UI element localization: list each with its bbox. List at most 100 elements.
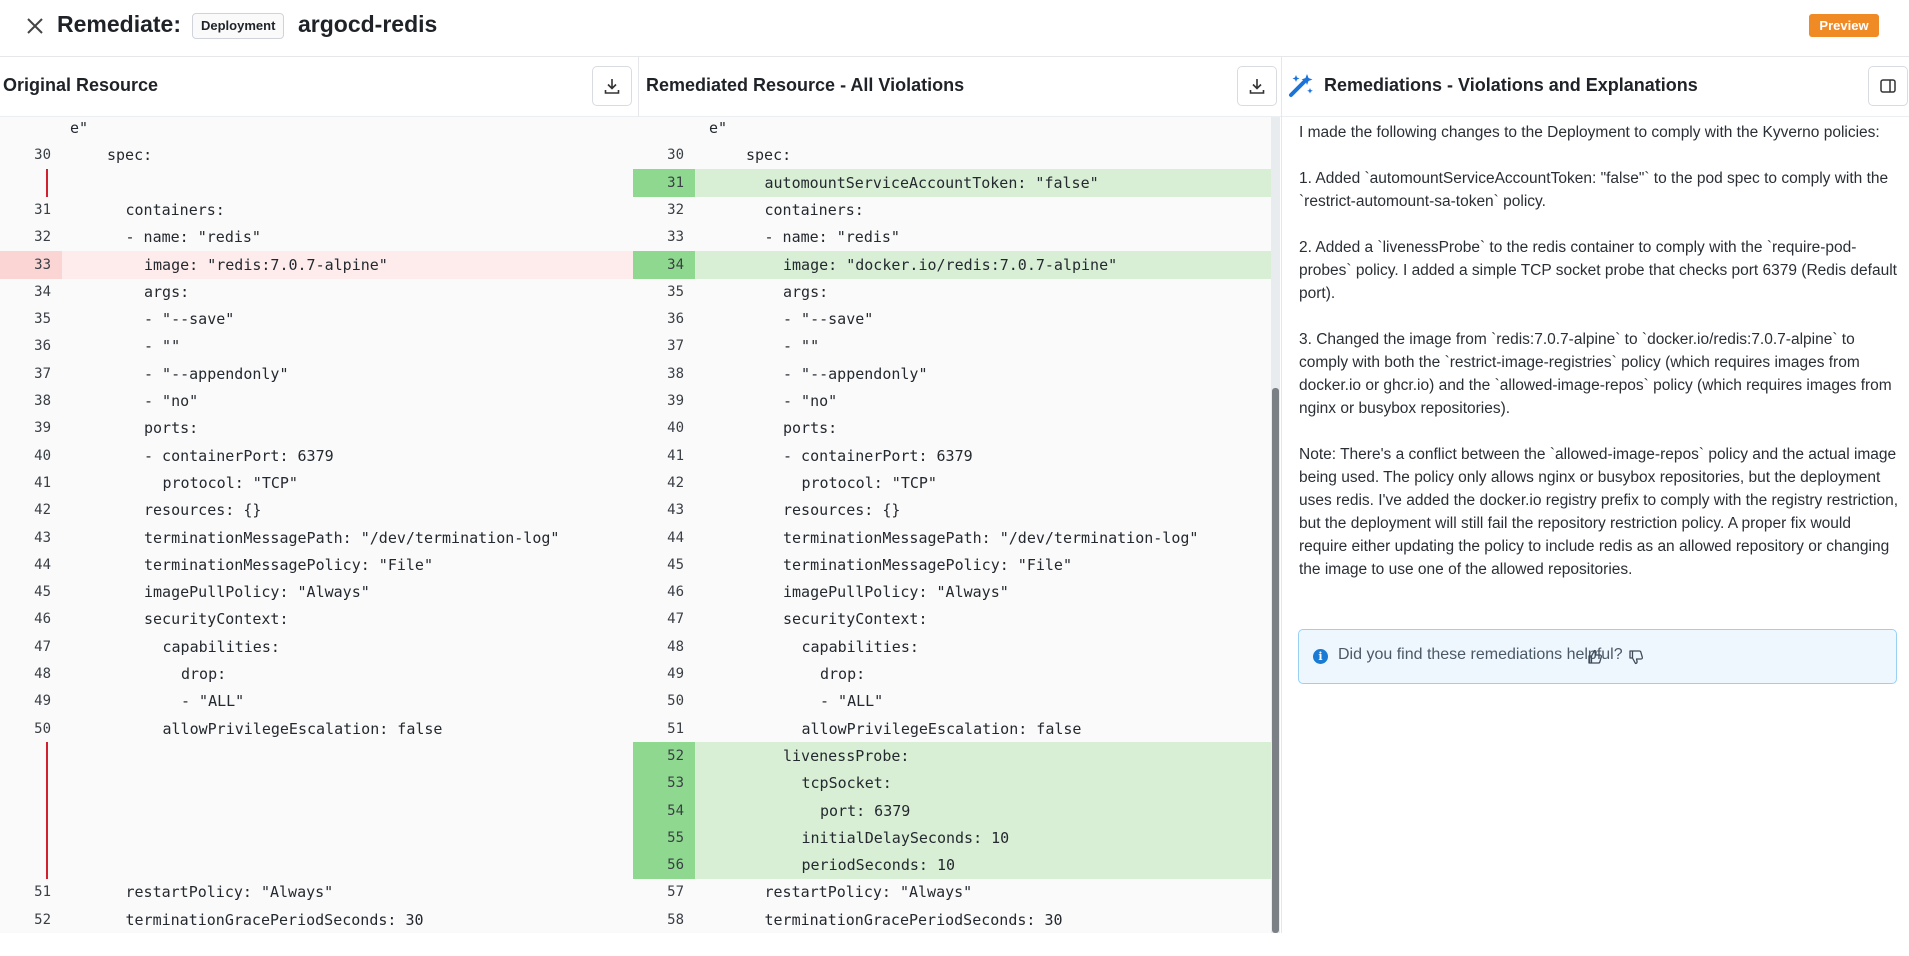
- code-line: 41- containerPort: 6379: [633, 442, 1271, 470]
- line-number: 31: [34, 201, 51, 218]
- code-text: resources: {}: [144, 501, 262, 520]
- pane-divider: [1281, 57, 1282, 933]
- code-line: e": [0, 117, 638, 142]
- line-highlight: [695, 796, 1271, 825]
- code-text: capabilities:: [801, 637, 919, 656]
- line-number: 50: [34, 720, 51, 737]
- line-number: 39: [34, 420, 51, 437]
- download-remediated-button[interactable]: [1237, 66, 1277, 106]
- remediations-explanation-pane: I made the following changes to the Depl…: [1282, 117, 1909, 956]
- line-number: 46: [34, 611, 51, 628]
- sidebar-toggle-icon: [1880, 79, 1896, 93]
- code-line: 37- "--appendonly": [0, 360, 638, 388]
- code-line: 50- "ALL": [633, 687, 1271, 715]
- code-text: containers:: [764, 200, 864, 219]
- line-number: 40: [34, 447, 51, 464]
- code-line: [0, 851, 638, 880]
- code-line: [0, 796, 638, 825]
- line-number: 48: [667, 638, 684, 655]
- resource-kind-badge: Deployment: [192, 13, 285, 39]
- code-text: - "--appendonly": [783, 364, 928, 383]
- line-number: 52: [34, 911, 51, 928]
- code-text: containers:: [125, 200, 225, 219]
- line-number: 39: [667, 393, 684, 409]
- code-line: 50 allowPrivilegeEscalation: false: [0, 715, 638, 743]
- line-number: 46: [667, 584, 684, 601]
- code-text: protocol: "TCP": [801, 473, 937, 492]
- code-text: initialDelaySeconds: 10: [801, 828, 1010, 847]
- code-line: 48 capabilities:: [633, 633, 1271, 661]
- code-line: 48 drop:: [0, 660, 638, 688]
- code-text: periodSeconds: 10: [801, 856, 956, 875]
- line-number: 34: [34, 283, 51, 300]
- line-number: 44: [34, 556, 51, 573]
- code-line: 40- containerPort: 6379: [0, 442, 638, 470]
- thumbs-up-button[interactable]: [1582, 644, 1608, 670]
- line-number: 36: [667, 311, 684, 328]
- code-text: terminationMessagePath: "/dev/terminatio…: [144, 528, 560, 547]
- code-line: 39- "no": [633, 387, 1271, 415]
- line-number: 48: [34, 666, 51, 682]
- original-pane-header: Original Resource: [0, 57, 638, 117]
- diff-gap-marker: [46, 823, 48, 852]
- line-number: 47: [34, 638, 51, 655]
- code-text: port: 6379: [820, 801, 911, 820]
- code-text: drop:: [820, 665, 866, 683]
- line-number: 35: [34, 311, 51, 328]
- code-line: 33 - name: "redis": [633, 223, 1271, 251]
- line-number: [0, 797, 62, 825]
- code-text: - "no": [144, 392, 199, 410]
- close-button[interactable]: [22, 13, 48, 39]
- code-text: drop:: [181, 665, 227, 683]
- code-text: - name: "redis": [764, 228, 900, 247]
- feedback-question: Did you find these remediations helpful?: [1338, 646, 1623, 663]
- code-line: 36- "": [0, 332, 638, 360]
- line-number: 33: [667, 229, 684, 246]
- page-title-prefix: Remediate:: [57, 11, 181, 37]
- code-text: capabilities:: [162, 637, 280, 656]
- preview-badge: Preview: [1809, 14, 1879, 37]
- line-number: 40: [667, 420, 684, 437]
- explanation-paragraph: Note: There's a conflict between the `al…: [1299, 446, 1899, 578]
- line-number: 33: [0, 250, 62, 279]
- collapse-panel-button[interactable]: [1868, 66, 1908, 106]
- code-line: [0, 741, 638, 770]
- code-text: spec:: [746, 146, 792, 165]
- explanation-paragraph: 3. Changed the image from `redis:7.0.7-a…: [1299, 331, 1892, 417]
- code-text: livenessProbe:: [783, 746, 910, 765]
- line-number: 30: [667, 147, 684, 164]
- line-number: 51: [34, 884, 51, 901]
- line-number: [0, 169, 62, 197]
- info-icon: i: [1313, 649, 1328, 664]
- line-highlight: [62, 250, 638, 279]
- line-number: 54: [633, 796, 695, 825]
- code-text: terminationGracePeriodSeconds: 30: [125, 910, 424, 929]
- code-text: - "ALL": [820, 692, 884, 711]
- line-number: 34: [633, 250, 695, 279]
- thumbs-down-button[interactable]: [1623, 644, 1649, 670]
- download-original-button[interactable]: [592, 66, 632, 106]
- line-number: 47: [667, 611, 684, 628]
- code-text: allowPrivilegeEscalation: false: [162, 719, 443, 738]
- code-text: - "": [144, 337, 181, 356]
- diff-gap-marker: [46, 769, 48, 798]
- code-text: - "": [783, 337, 820, 356]
- code-text: securityContext:: [783, 610, 928, 629]
- code-line: 38- "no": [0, 387, 638, 415]
- scrollbar-thumb[interactable]: [1272, 388, 1279, 933]
